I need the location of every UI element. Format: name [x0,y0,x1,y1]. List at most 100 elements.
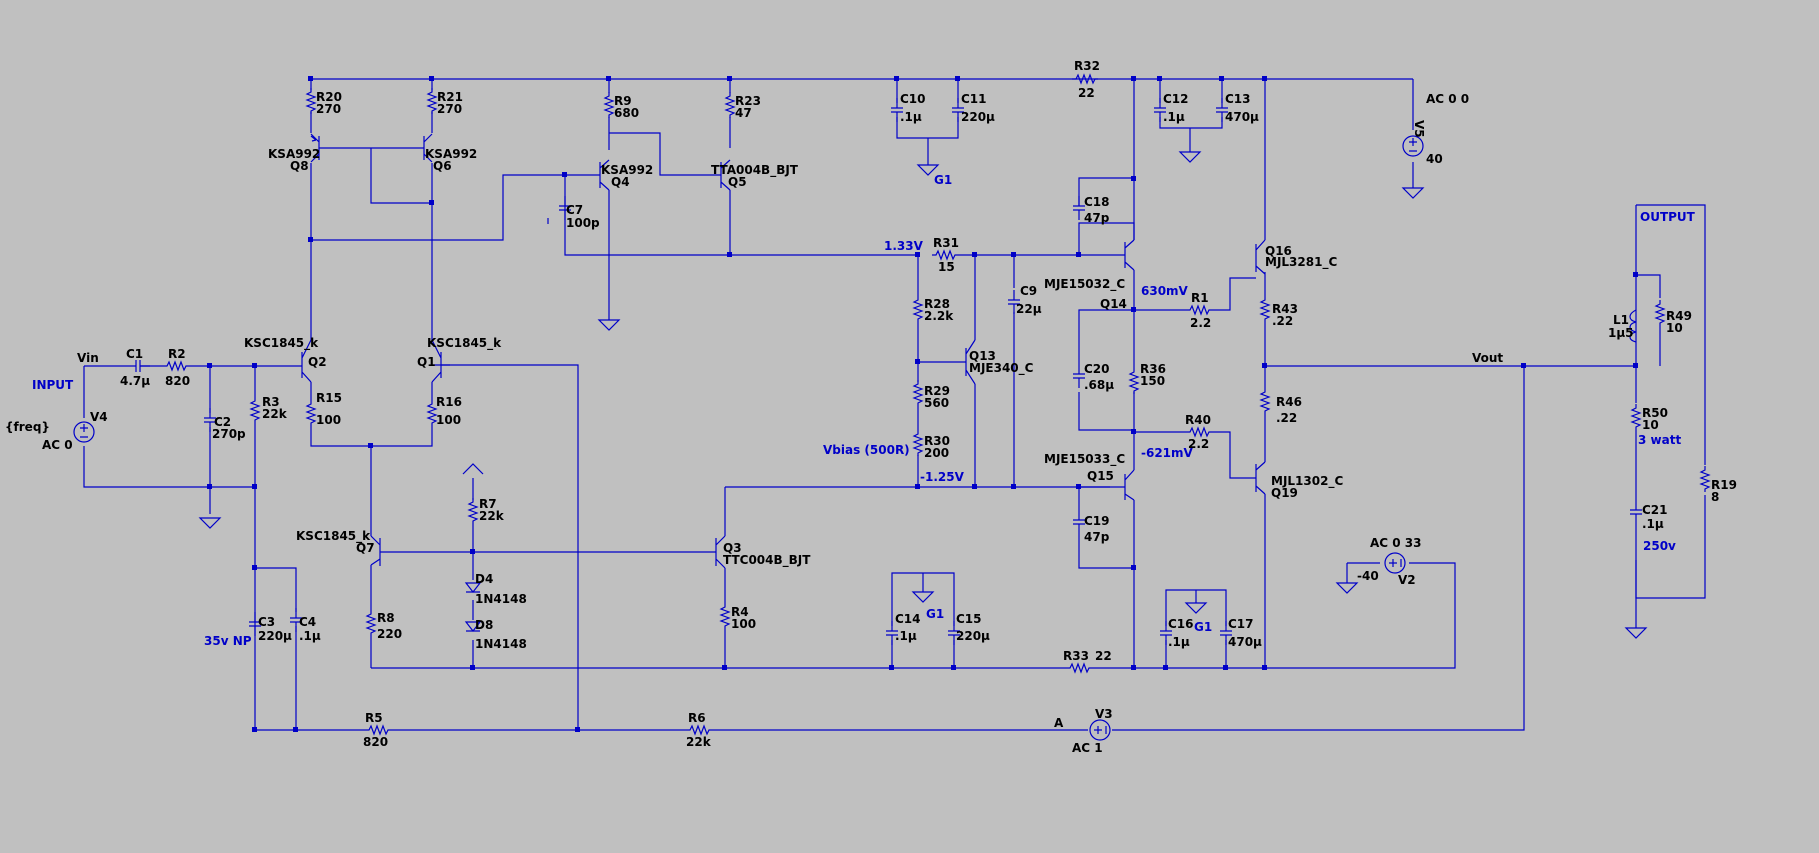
label-c15-value: 220µ [956,629,990,643]
label-q16-value: MJL3281_C [1265,255,1337,270]
label-c1-name: C1 [126,347,143,361]
label-c19-name: C19 [1084,514,1110,528]
label-r46-value: .22 [1276,411,1297,425]
label-r6-name: R6 [688,711,706,725]
supply-arrow [462,463,484,475]
diodes [464,582,482,632]
label-r36-value: 150 [1140,374,1165,388]
source-v4 [73,421,95,443]
label-q14-value: MJE15032_C [1044,277,1125,292]
label-q6-name: Q6 [433,159,452,173]
label-r8-name: R8 [377,611,395,625]
transistor-q15 [1110,469,1135,501]
label-q19-value: MJL1302_C [1271,474,1343,489]
label-c16-value: .1µ [1168,635,1190,649]
label-c13-value: 470µ [1225,110,1259,124]
resistor-r21 [427,87,437,115]
label-c21-name: C21 [1642,503,1668,517]
resistor-r5 [364,725,392,735]
label-c2-name: C2 [214,415,231,429]
label-r50-value: 10 [1642,418,1659,432]
label-r49-name: R49 [1666,309,1692,323]
resistor-r40 [1185,427,1213,437]
transistor-q7 [370,535,390,566]
label-c3-name: C3 [258,615,275,629]
sources [73,135,1424,741]
label-v630: 630mV [1141,284,1189,298]
label-r16-value: 100 [436,413,461,427]
label-q13-value: MJE340_C [969,361,1034,376]
label-r20-value: 270 [316,102,341,116]
label-vout: Vout [1472,351,1503,365]
label-d4-name: D4 [475,572,493,586]
resistor-r29 [913,379,923,407]
label-c14-value: .1µ [895,629,917,643]
transistor-q16 [1255,239,1266,275]
transistor-q19 [1255,461,1266,495]
label-q2-name: Q2 [308,355,327,369]
label-r19-name: R19 [1711,478,1737,492]
label-q15-value: MJE15033_C [1044,452,1125,467]
label-r2-name: R2 [168,347,186,361]
label-c20-name: C20 [1084,362,1110,376]
label-c18-value: 47p [1084,211,1110,225]
label-c15-name: C15 [956,612,982,626]
label-g1-mid: G1 [926,607,944,621]
label-r33-value: 22 [1095,649,1112,663]
label-r16-name: R16 [436,395,462,409]
label-v3-value: AC 1 [1072,741,1103,755]
label-q19-name: Q19 [1271,486,1298,500]
label-r20-name: R20 [316,90,342,104]
label-l1-value: 1µ5 [1608,326,1634,340]
label-r46-name: R46 [1276,395,1302,409]
label-c10-name: C10 [900,92,926,106]
label-r21-name: R21 [437,90,463,104]
label-250v: 250v [1643,539,1676,553]
label-g1-top: G1 [934,173,952,187]
label-r30-value: 200 [924,446,949,460]
label-c20-value: .68µ [1084,378,1114,392]
label-c2-value: 270p [212,427,246,441]
resistor-r6 [685,725,713,735]
transistor-q8 [310,133,330,163]
label-l1-name: L1 [1613,313,1629,327]
label-node-a: A [1054,716,1064,730]
label-v621: -621mV [1141,446,1194,460]
resistor-r9 [604,91,614,119]
label-r30-name: R30 [924,434,950,448]
label-c4-value: .1µ [299,629,321,643]
label-r9-value: 680 [614,106,639,120]
label-q2-value: KSC1845_k [244,336,319,351]
resistor-r46 [1260,387,1270,415]
label-v2-ac: AC 0 33 [1370,536,1422,550]
resistor-r30 [913,429,923,457]
resistor-r28 [913,295,923,323]
component-labels: R20 270 R21 270 R9 680 R23 47 C10 .1µ C1… [42,59,1737,755]
label-c17-name: C17 [1228,617,1254,631]
label-q3-name: Q3 [723,541,742,555]
label-r3-value: 22k [262,407,288,421]
label-c9-name: C9 [1020,284,1037,298]
label-output: OUTPUT [1640,210,1696,224]
label-r40-name: R40 [1185,413,1211,427]
transistor-q13 [960,339,976,385]
transistor-q3 [706,535,726,569]
label-r15-value: 100 [316,413,341,427]
resistor-r49 [1655,299,1665,327]
label-c19-value: 47p [1084,530,1110,544]
transistor-q1 [431,339,450,383]
label-g1-bot: G1 [1194,620,1212,634]
label-r31-value: 15 [938,260,955,274]
label-c11-name: C11 [961,92,987,106]
junctions [207,76,1638,732]
label-r32-value: 22 [1078,86,1095,100]
label-r6-value: 22k [686,735,712,749]
label-r15-name: R15 [316,391,342,405]
label-r36-name: R36 [1140,362,1166,376]
label-q15-name: Q15 [1087,469,1114,483]
label-q5-value: TTA004B_BJT [711,163,799,178]
label-c1-value: 4.7µ [120,374,150,388]
label-c12-value: .1µ [1163,110,1185,124]
label-r5-name: R5 [365,711,383,725]
label-v4-name: V4 [90,410,108,424]
